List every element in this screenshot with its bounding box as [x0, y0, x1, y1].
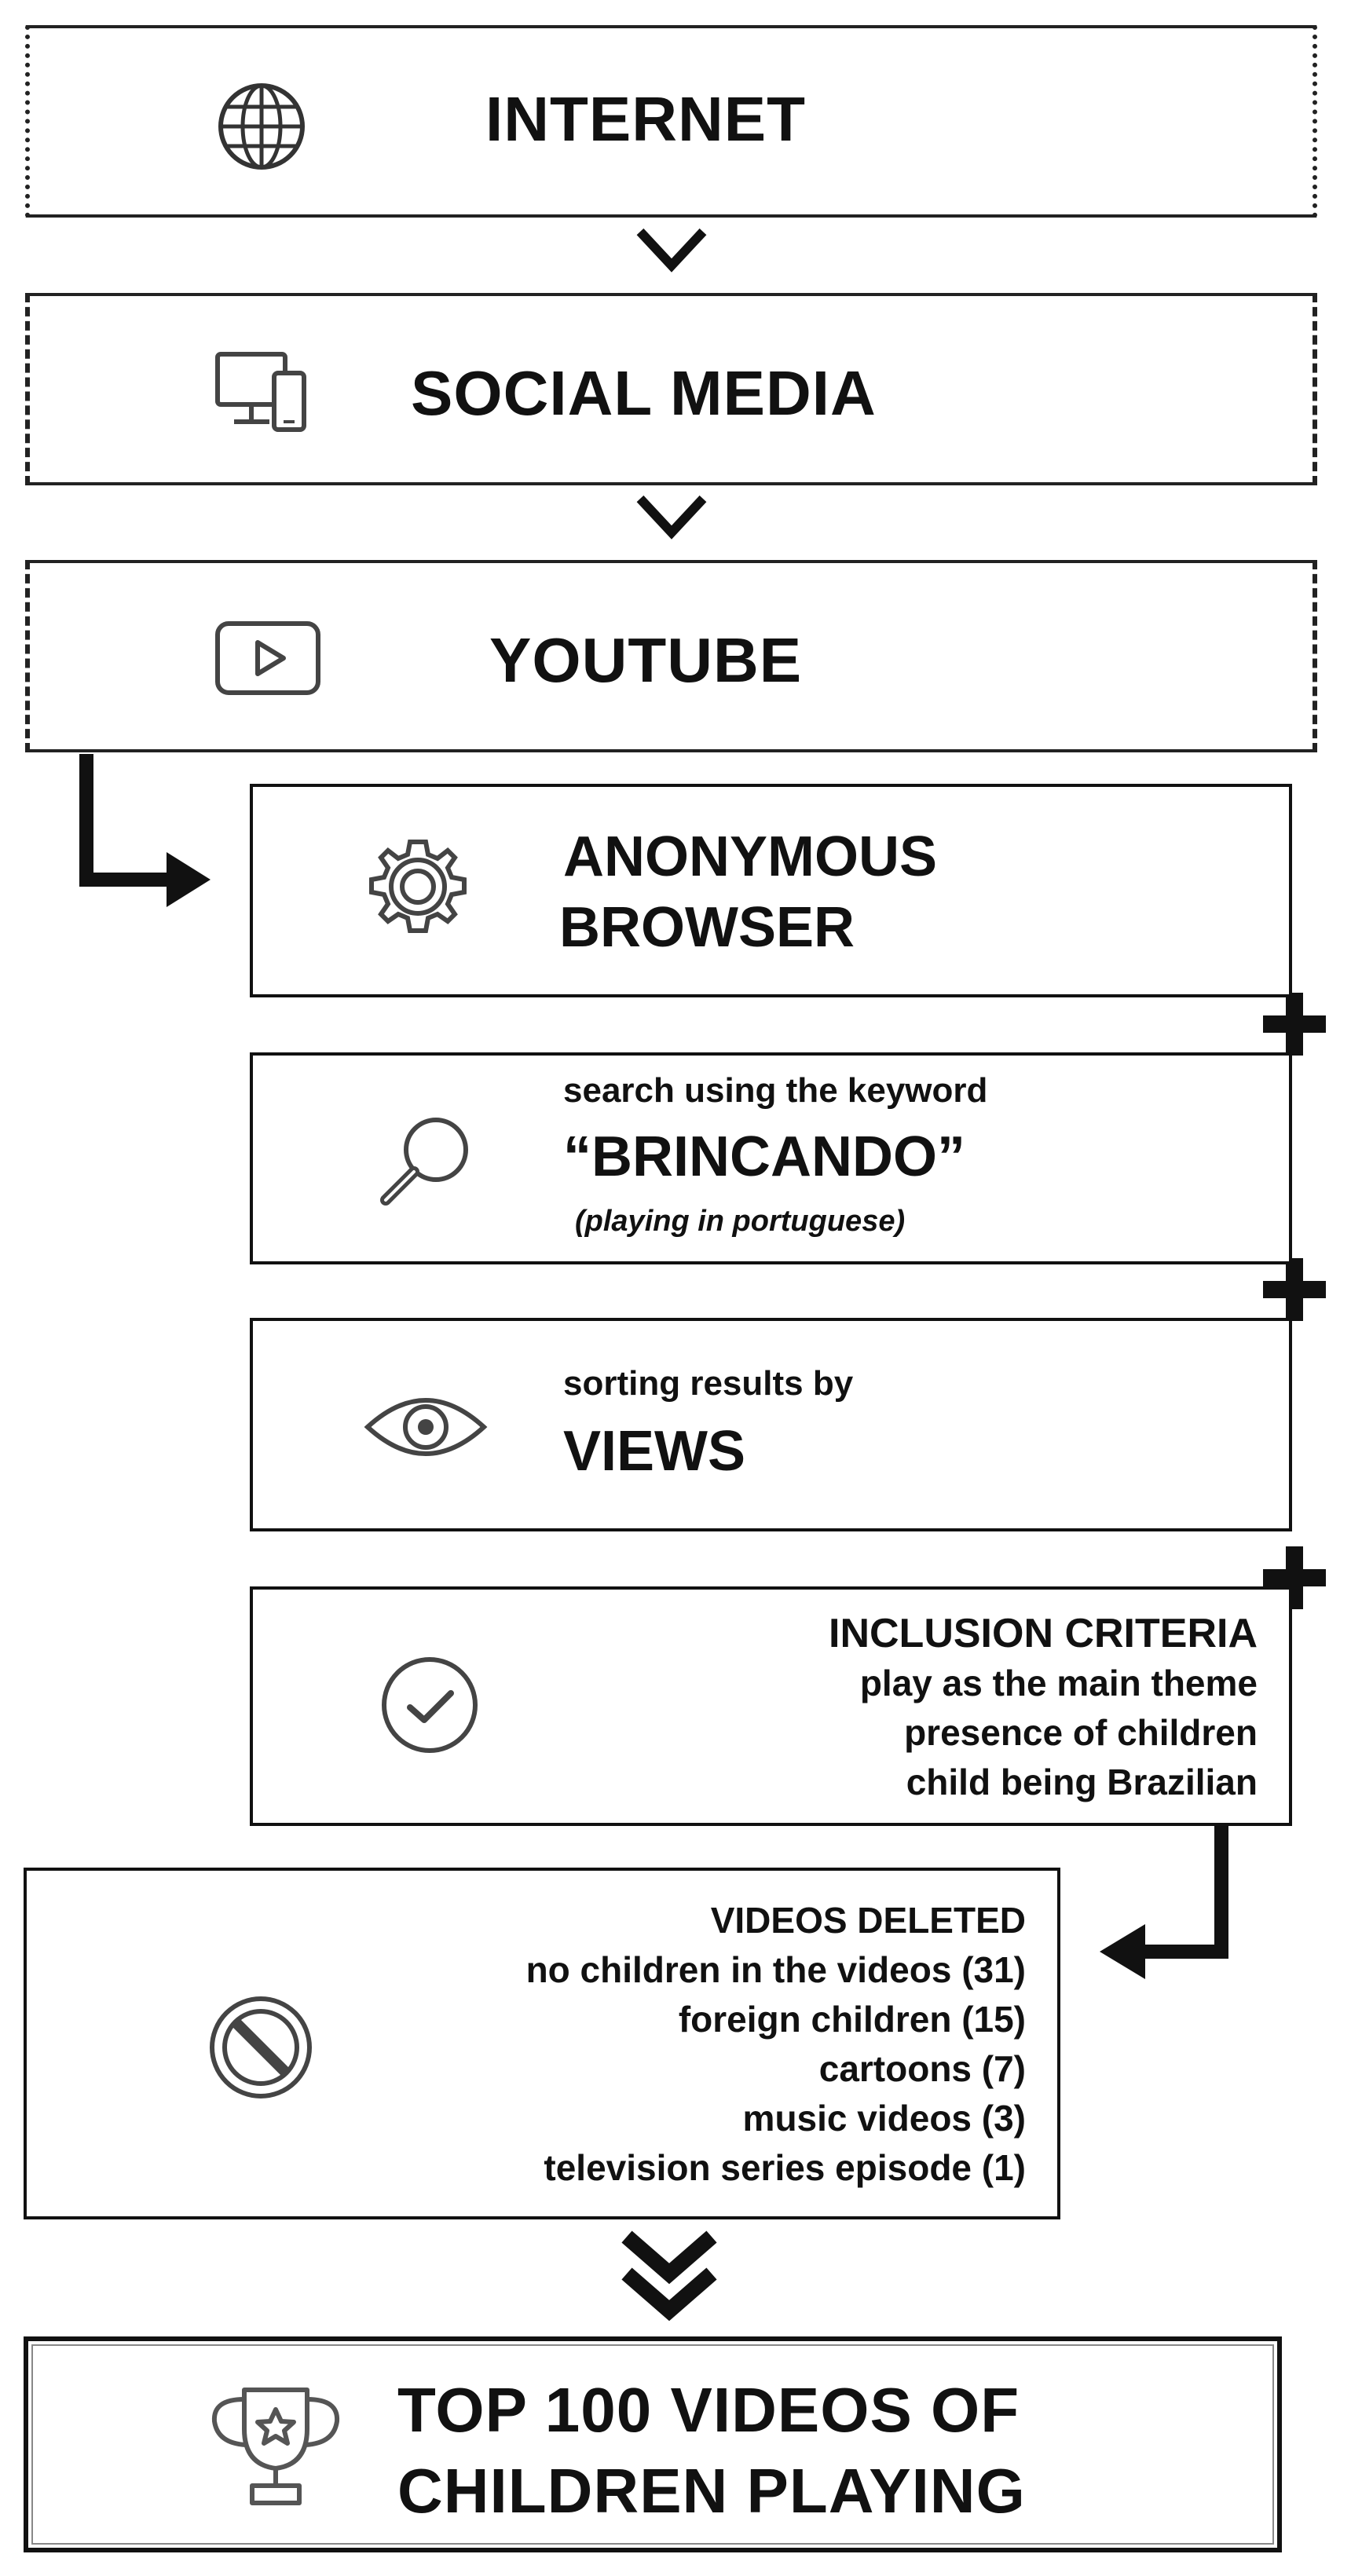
deleted-item: no children in the videos (31) [525, 1949, 1026, 1990]
step-title-line1: ANONYMOUS [563, 825, 938, 888]
devices-icon [215, 352, 306, 432]
step-title: YOUTUBE [489, 625, 803, 695]
deleted-item: cartoons (7) [818, 2048, 1026, 2089]
result-title-line1: TOP 100 VIDEOS OF [397, 2375, 1020, 2445]
globe-icon [218, 83, 305, 170]
step-sort: sorting results by VIEWS [250, 1318, 1292, 1531]
step-anonymous-browser: ANONYMOUS BROWSER [250, 784, 1292, 997]
deleted-item: foreign children (15) [678, 1999, 1026, 2040]
inclusion-item: play as the main theme [859, 1663, 1258, 1703]
step-title: INTERNET [485, 84, 806, 154]
inclusion-item: child being Brazilian [906, 1762, 1258, 1802]
deleted-item: television series episode (1) [544, 2147, 1026, 2188]
search-caption: search using the keyword [563, 1071, 988, 1110]
double-chevron-down-icon [621, 2230, 717, 2285]
search-icon [380, 1118, 468, 1206]
plus-icon [1263, 993, 1326, 1056]
deleted-item: music videos (3) [742, 2098, 1026, 2139]
step-title: SOCIAL MEDIA [411, 358, 877, 428]
step-internet: INTERNET [25, 25, 1317, 218]
inclusion-heading: INCLUSION CRITERIA [829, 1611, 1258, 1656]
step-youtube: YOUTUBE [25, 560, 1317, 752]
chevron-down-icon [636, 228, 707, 273]
chevron-down-icon [636, 495, 707, 540]
inclusion-item: presence of children [904, 1712, 1258, 1753]
double-chevron-down-icon [621, 2267, 717, 2322]
trophy-icon [211, 2388, 340, 2505]
prohibited-icon [210, 1996, 312, 2098]
step-result: TOP 100 VIDEOS OF CHILDREN PLAYING [24, 2336, 1282, 2552]
deleted-list: VIDEOS DELETED no children in the videos… [526, 1896, 1026, 2193]
step-search: search using the keyword “BRINCANDO” (pl… [250, 1052, 1292, 1264]
sort-caption: sorting results by [563, 1364, 854, 1403]
elbow-arrow [79, 754, 169, 887]
plus-icon [1263, 1258, 1326, 1321]
elbow-arrow [1143, 1826, 1228, 1959]
step-inclusion-criteria: INCLUSION CRITERIA play as the main them… [250, 1586, 1292, 1826]
deleted-heading: VIDEOS DELETED [710, 1900, 1026, 1941]
step-title-line2: BROWSER [559, 896, 855, 959]
sort-value: VIEWS [563, 1420, 746, 1483]
arrow-head [167, 852, 211, 907]
play-button-icon [215, 621, 320, 695]
search-note: (playing in portuguese) [575, 1205, 906, 1238]
step-social-media: SOCIAL MEDIA [25, 293, 1317, 485]
arrow-head [1100, 1924, 1145, 1979]
eye-icon [364, 1398, 488, 1456]
inclusion-list: INCLUSION CRITERIA play as the main them… [829, 1609, 1258, 1807]
result-title-line2: CHILDREN PLAYING [397, 2456, 1026, 2526]
check-circle-icon [382, 1657, 478, 1753]
gear-icon [369, 840, 467, 933]
step-videos-deleted: VIDEOS DELETED no children in the videos… [24, 1868, 1060, 2219]
search-keyword: “BRINCANDO” [563, 1125, 965, 1188]
